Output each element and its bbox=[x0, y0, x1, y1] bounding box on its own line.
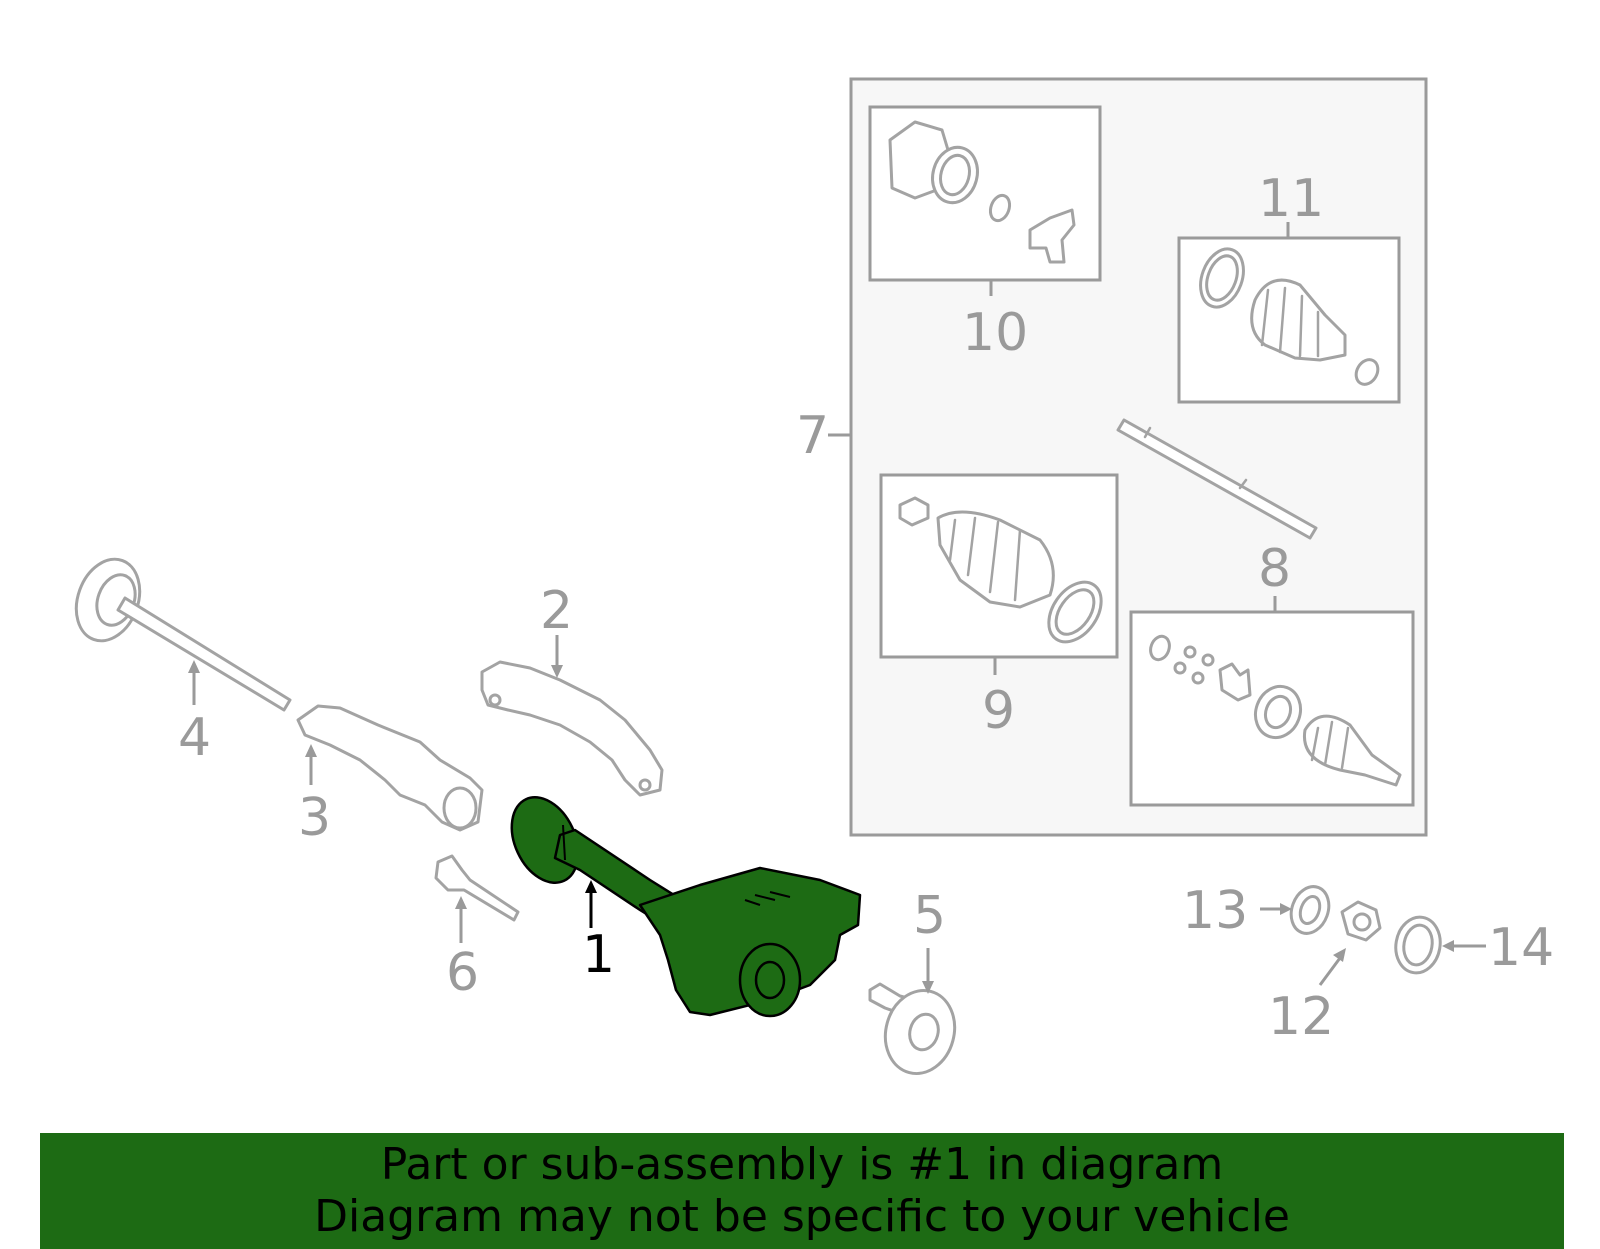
part-14-seal bbox=[1394, 915, 1486, 975]
part-2-crossmember bbox=[480, 635, 664, 797]
callout-7: 7 bbox=[796, 406, 829, 466]
part-8-box bbox=[1129, 596, 1415, 807]
callout-9: 9 bbox=[982, 681, 1015, 741]
callout-8: 8 bbox=[1258, 539, 1291, 599]
callout-13: 13 bbox=[1182, 881, 1248, 941]
callout-4: 4 bbox=[178, 708, 211, 768]
callout-2: 2 bbox=[540, 581, 573, 641]
part-12-nut bbox=[1318, 900, 1382, 986]
callout-1: 1 bbox=[582, 925, 615, 985]
part-8-shaft bbox=[1116, 418, 1318, 540]
callout-12: 12 bbox=[1268, 987, 1334, 1047]
callout-14: 14 bbox=[1488, 918, 1554, 978]
part-9-box bbox=[879, 473, 1119, 675]
part-1-differential-carrier bbox=[510, 796, 862, 1018]
banner-line-2: Diagram may not be specific to your vehi… bbox=[314, 1191, 1290, 1242]
part-6-bolt bbox=[434, 854, 520, 943]
part-5-flange bbox=[868, 948, 957, 1076]
callout-10: 10 bbox=[962, 303, 1028, 363]
banner-line-1: Part or sub-assembly is #1 in diagram bbox=[380, 1139, 1224, 1190]
part-4-axle-shaft bbox=[74, 557, 292, 712]
part-13-washer bbox=[1260, 885, 1331, 935]
part-10-box bbox=[868, 105, 1102, 296]
callout-3: 3 bbox=[298, 788, 331, 848]
info-banner: Part or sub-assembly is #1 in diagram Di… bbox=[40, 1133, 1564, 1249]
callout-5: 5 bbox=[913, 886, 946, 946]
part-3-bracket bbox=[296, 704, 484, 832]
part-11-box bbox=[1177, 222, 1401, 404]
callout-11: 11 bbox=[1258, 169, 1324, 229]
callout-6: 6 bbox=[446, 943, 479, 1003]
